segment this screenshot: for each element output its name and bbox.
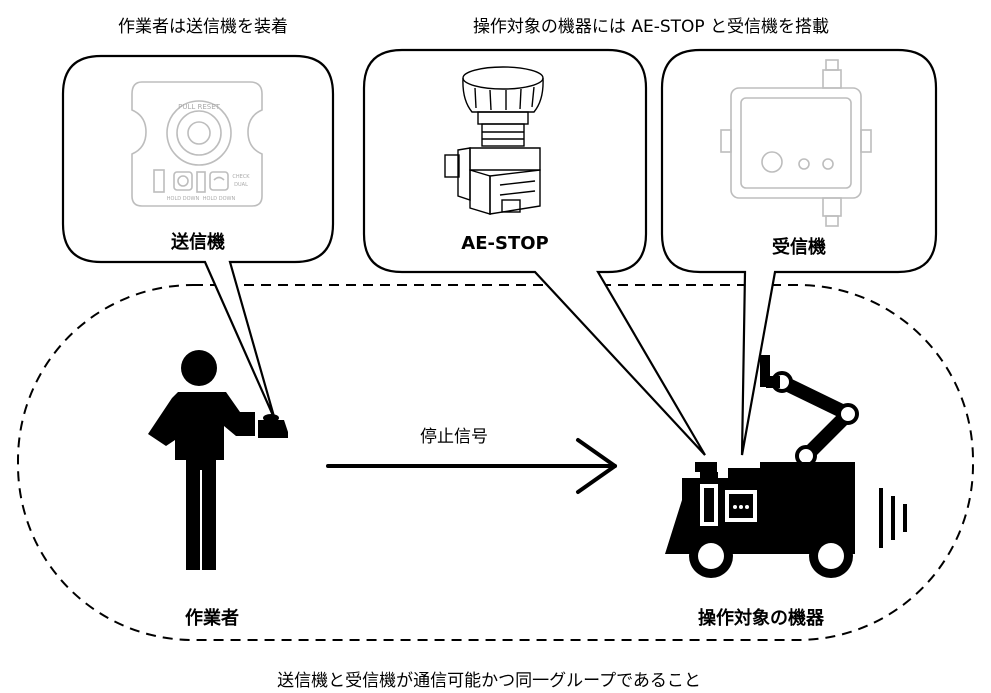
aestop-illustration [444,66,544,215]
aestop-bubble [362,48,706,456]
worker-caption: 作業者は送信機を装着 [118,17,288,37]
worker-figure-icon [148,350,288,570]
device-text-hold-1: HOLD DOWN [167,196,200,202]
device-text-hold-2: HOLD DOWN [203,196,236,202]
transmitter-device-illustration [131,81,263,207]
transmitter-bubble [61,54,335,421]
transmitter-label: 送信機 [171,232,225,253]
receiver-illustration [720,59,872,227]
device-text-pull-reset: PULL RESET [178,103,221,111]
machine-caption: 操作対象の機器には AE-STOP と受信機を搭載 [472,17,830,37]
device-text-dual: DUAL [234,182,248,188]
footer-condition: 送信機と受信機が通信可能かつ同一グループであること [277,671,701,691]
device-text-check: CHECK [232,174,250,180]
operating-area-boundary [17,284,974,641]
stop-signal-arrow [326,438,617,494]
machine-label: 操作対象の機器 [698,608,824,629]
target-machine-icon [665,355,907,578]
stop-signal-label: 停止信号 [420,427,488,447]
worker-label: 作業者 [185,608,239,629]
aestop-label: AE-STOP [461,233,549,254]
receiver-label: 受信機 [772,237,826,258]
